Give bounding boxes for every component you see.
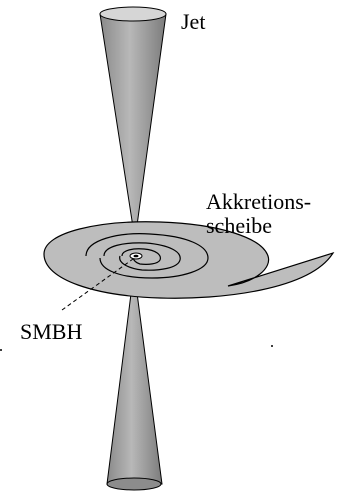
jet-label: Jet: [181, 9, 206, 34]
black-hole-center: [129, 252, 143, 260]
stray-dot: [271, 345, 273, 347]
accretion-disk-label: Akkretions- scheibe: [206, 190, 311, 238]
accretion-disk-label-line1: Akkretions-: [206, 189, 312, 214]
stray-dot: [0, 349, 2, 351]
upper-jet-cone: [99, 6, 167, 241]
accretion-disk-spiral: [43, 221, 335, 299]
accretion-disk-label-line2: scheibe: [206, 213, 272, 238]
smbh-label: SMBH: [20, 319, 83, 344]
lower-jet-cone: [106, 269, 163, 491]
smbh-pointer-line: [61, 258, 134, 311]
